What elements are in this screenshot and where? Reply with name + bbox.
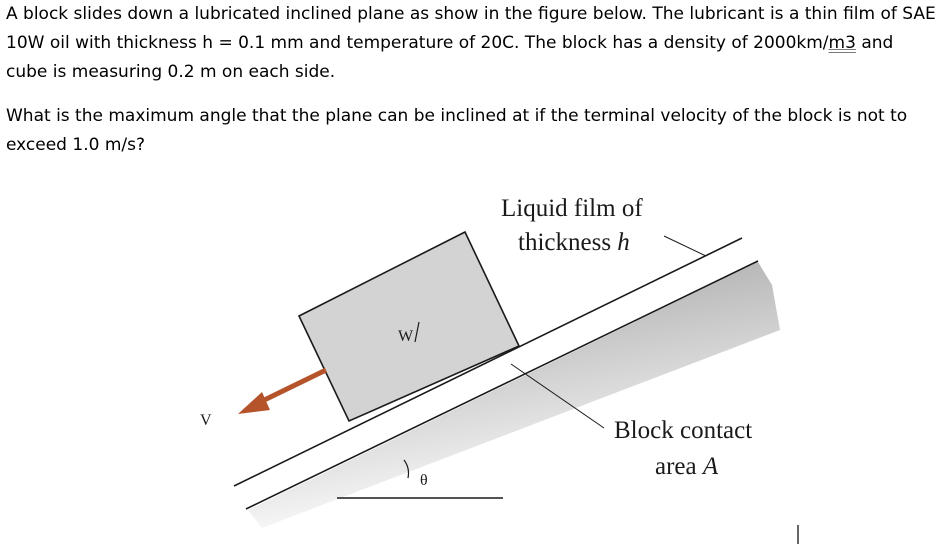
film-label-line-1: Liquid film of: [501, 195, 643, 222]
contact-label-line-2: area A: [655, 453, 719, 480]
contact-leader-line: [510, 363, 605, 429]
question-paragraph-1-main: A block slides down a lubricated incline…: [6, 4, 936, 53]
contact-label-text: area: [655, 453, 703, 480]
plane-shadow: [248, 262, 780, 528]
velocity-label: V: [200, 412, 212, 429]
block: [297, 230, 521, 423]
question-unit-word: m3: [828, 33, 856, 53]
contact-label-symbol: A: [701, 453, 719, 480]
question-paragraph-2: What is the maximum angle that the plane…: [6, 106, 908, 155]
film-label-text: thickness: [518, 229, 617, 256]
film-label-line-2: thickness h: [518, 229, 630, 256]
weight-label: W: [398, 328, 414, 345]
velocity-arrow-head: [238, 392, 270, 414]
velocity-arrow-shaft: [252, 367, 328, 408]
plane-top-line: [233, 237, 743, 487]
angle-arc: [403, 459, 410, 479]
film-label-symbol: h: [617, 229, 630, 256]
question-paragraph-1-tail: and cube is measuring 0.2 m on each side…: [6, 33, 894, 82]
contact-label-line-1: Block contact: [614, 417, 752, 444]
film-leader-line: [663, 235, 707, 257]
plane-bottom-line: [245, 260, 759, 510]
question-text: A block slides down a lubricated incline…: [6, 0, 940, 160]
angle-label: θ: [420, 472, 428, 489]
weight-marker: [414, 321, 420, 343]
question-paragraph-1: A block slides down a lubricated incline…: [6, 0, 940, 87]
